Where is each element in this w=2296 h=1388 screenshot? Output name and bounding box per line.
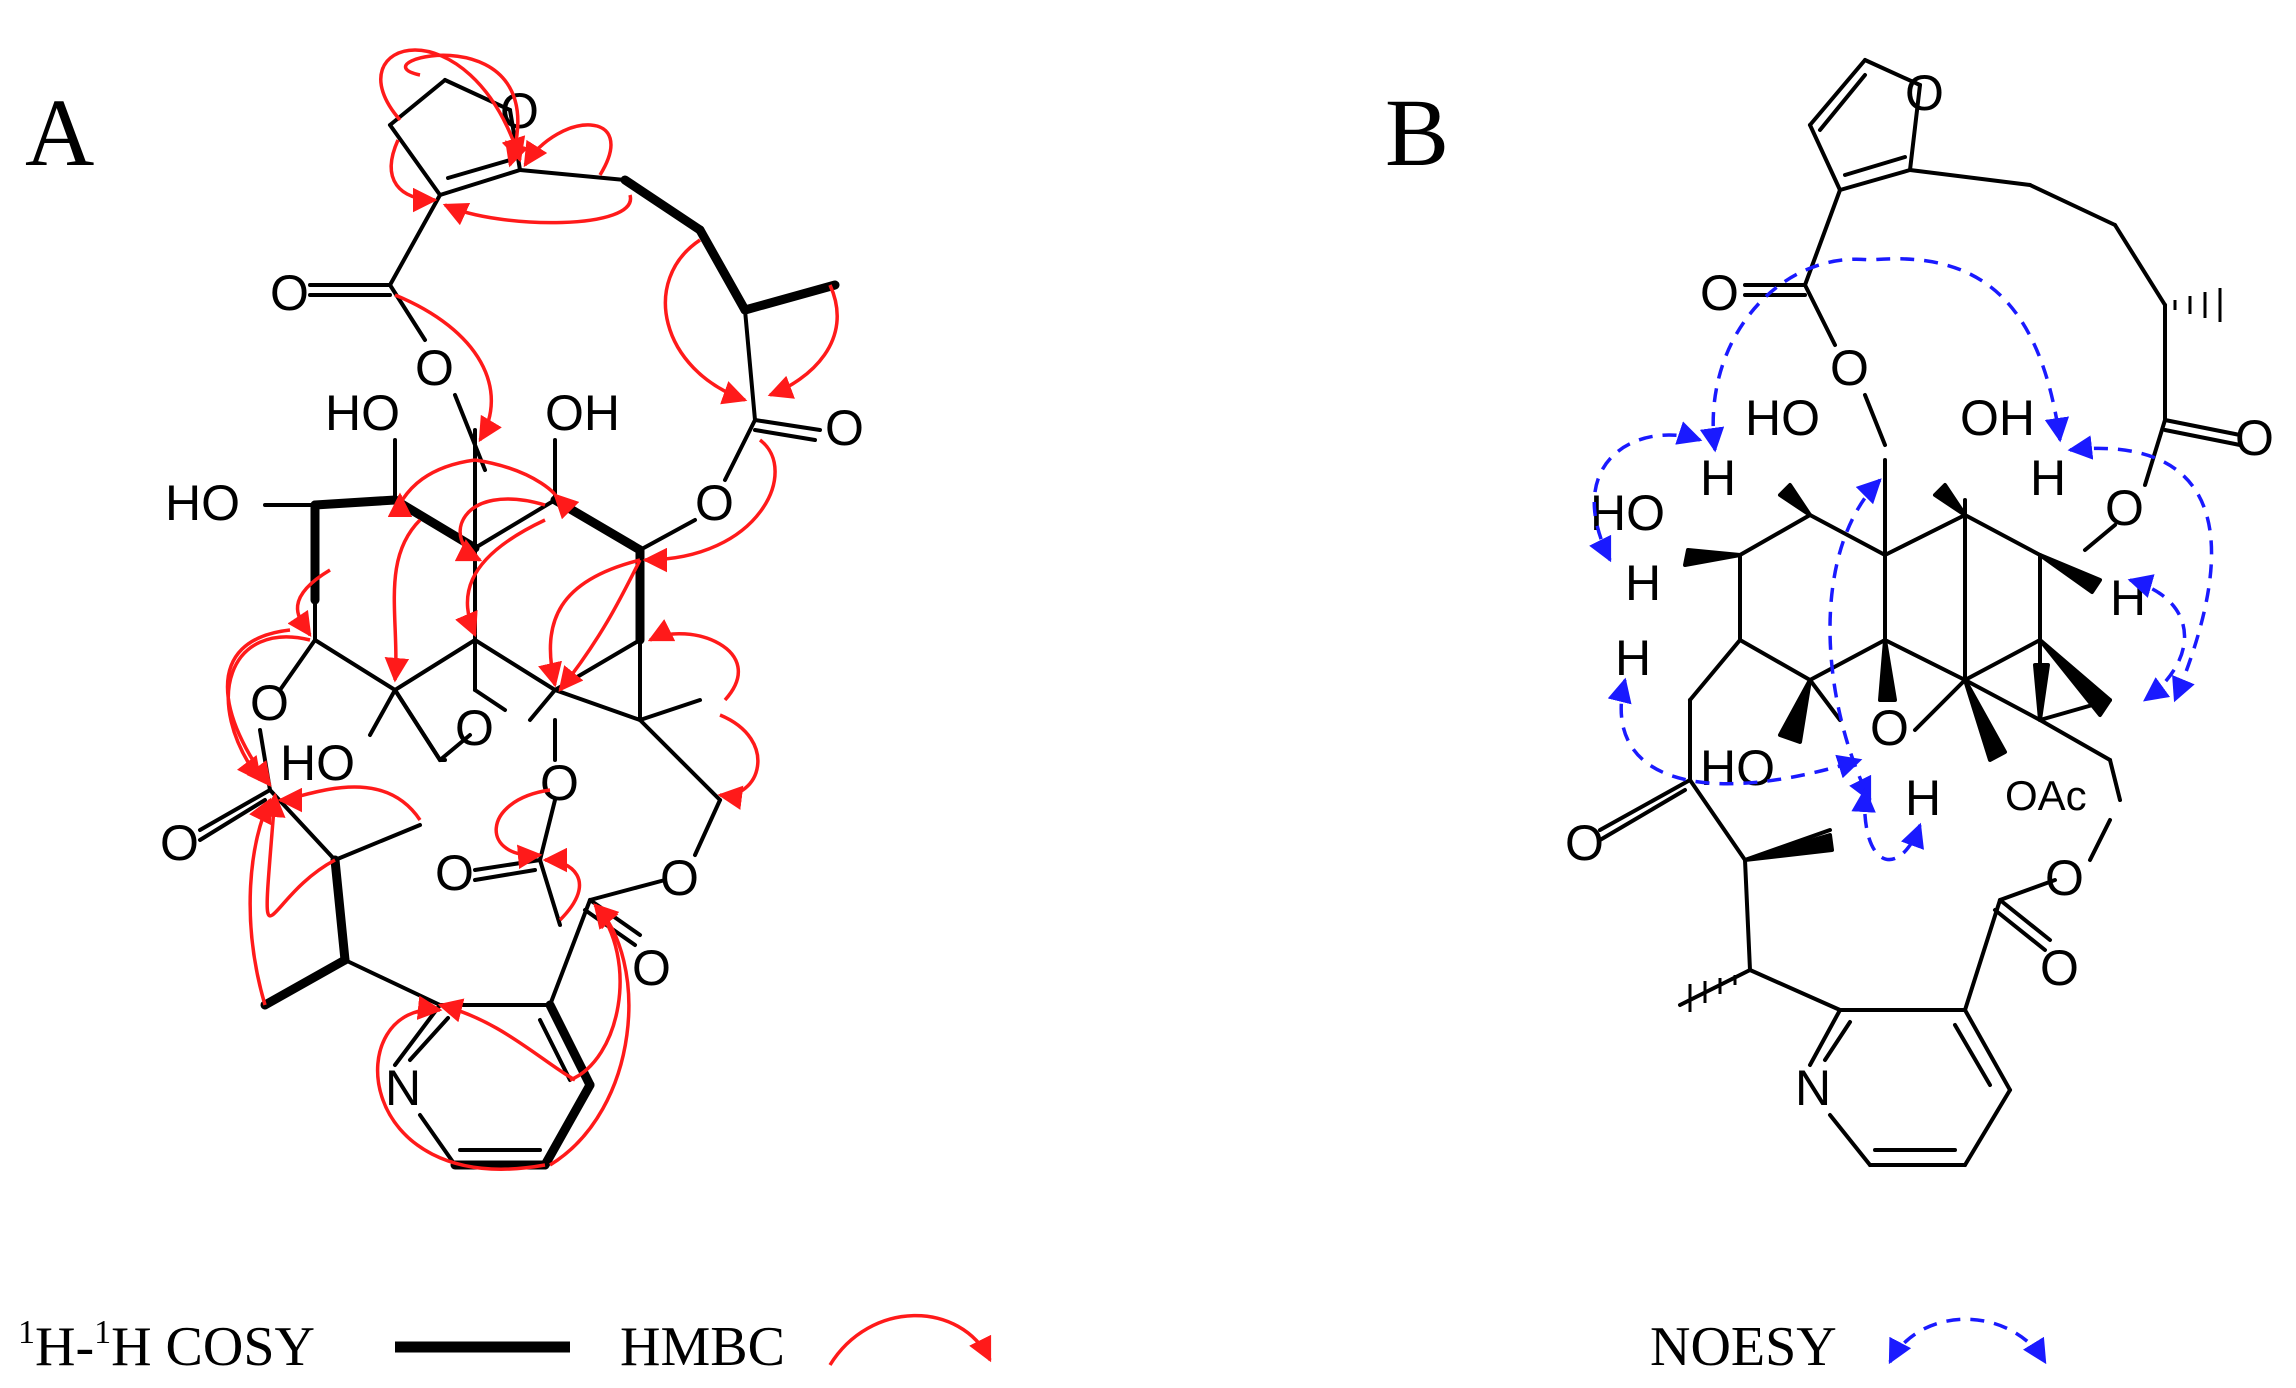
legend-hmbc-label: HMBC bbox=[620, 1316, 785, 1378]
atom-a-acetyl-o-dbl: O bbox=[435, 845, 474, 901]
atom-b-ester2-o-dbl: O bbox=[2040, 940, 2079, 996]
atom-b-h-top-right: H bbox=[2030, 450, 2066, 506]
panel-a-label: A bbox=[25, 79, 94, 186]
atom-a-ketone-o-left: O bbox=[160, 815, 199, 871]
atom-a-oh-right-top: OH bbox=[545, 385, 620, 441]
hashed-bonds-b bbox=[1688, 288, 2222, 1012]
atom-a-ester1-o-dbl: O bbox=[270, 265, 309, 321]
atom-b-h-top-left: H bbox=[1700, 450, 1736, 506]
legend-noesy-label: NOESY bbox=[1650, 1316, 1837, 1378]
atom-b-pyridine-n: N bbox=[1795, 1060, 1831, 1116]
atom-b-oh-top-left: HO bbox=[1745, 390, 1820, 446]
atom-b-h-left: H bbox=[1625, 555, 1661, 611]
legend-noesy-arrow bbox=[1888, 1317, 2047, 1365]
atom-b-h-bottom: H bbox=[1905, 770, 1941, 826]
atom-a-lactone-o-link: O bbox=[695, 475, 734, 531]
atom-a-pyridine-n: N bbox=[385, 1060, 421, 1116]
atom-b-lactone-o-link: O bbox=[2105, 480, 2144, 536]
atom-b-ester1-o-link: O bbox=[1830, 340, 1869, 396]
atom-b-oh-left: HO bbox=[1590, 485, 1665, 541]
atom-a-oh-left: HO bbox=[165, 475, 240, 531]
atom-a-ester2-o-link: O bbox=[660, 850, 699, 906]
panel-b-label: B bbox=[1385, 79, 1449, 186]
atom-b-ring-o: O bbox=[1870, 700, 1909, 756]
atom-b-oac: OAc bbox=[2005, 772, 2087, 819]
legend: 1H-1H COSY HMBC NOESY bbox=[18, 1313, 2047, 1378]
structure-a bbox=[198, 78, 840, 1170]
atom-a-ring-o: O bbox=[455, 700, 494, 756]
legend-cosy-label: 1H-1H COSY bbox=[18, 1314, 315, 1378]
atom-b-h-bottom-left: H bbox=[1615, 630, 1651, 686]
atom-b-ketone-o: O bbox=[1565, 815, 1604, 871]
atom-a-ester1-o-link: O bbox=[415, 340, 454, 396]
atom-a-oh-bottom: HO bbox=[280, 735, 355, 791]
atom-b-furan-o: O bbox=[1905, 65, 1944, 121]
atom-a-oh-left-top: HO bbox=[325, 385, 400, 441]
legend-hmbc-arrow bbox=[828, 1313, 992, 1366]
atom-b-lactone-o-dbl: O bbox=[2235, 410, 2274, 466]
atom-b-oh-bottom: HO bbox=[1700, 740, 1775, 796]
atom-labels-b: O O O HO OH H H HO H O O H H HO O H OAc … bbox=[1565, 65, 2274, 1116]
atom-b-ester2-o-link: O bbox=[2045, 850, 2084, 906]
atom-b-ester1-o-dbl: O bbox=[1700, 265, 1739, 321]
atom-a-ether-o-left: O bbox=[250, 675, 289, 731]
atom-a-lactone-o-dbl: O bbox=[825, 400, 864, 456]
atom-a-ester2-o-dbl: O bbox=[632, 940, 671, 996]
atom-a-furan-o: O bbox=[500, 83, 539, 139]
atom-b-oh-top-right: OH bbox=[1960, 390, 2035, 446]
atom-a-acetyl-o-link: O bbox=[540, 755, 579, 811]
atom-labels-a: O O O HO OH HO O O O O HO O O O O O N bbox=[160, 83, 864, 1116]
noesy-arrows-b bbox=[1589, 257, 2214, 862]
hmbc-arrows-a bbox=[225, 48, 839, 1171]
atom-b-h-right: H bbox=[2110, 570, 2146, 626]
